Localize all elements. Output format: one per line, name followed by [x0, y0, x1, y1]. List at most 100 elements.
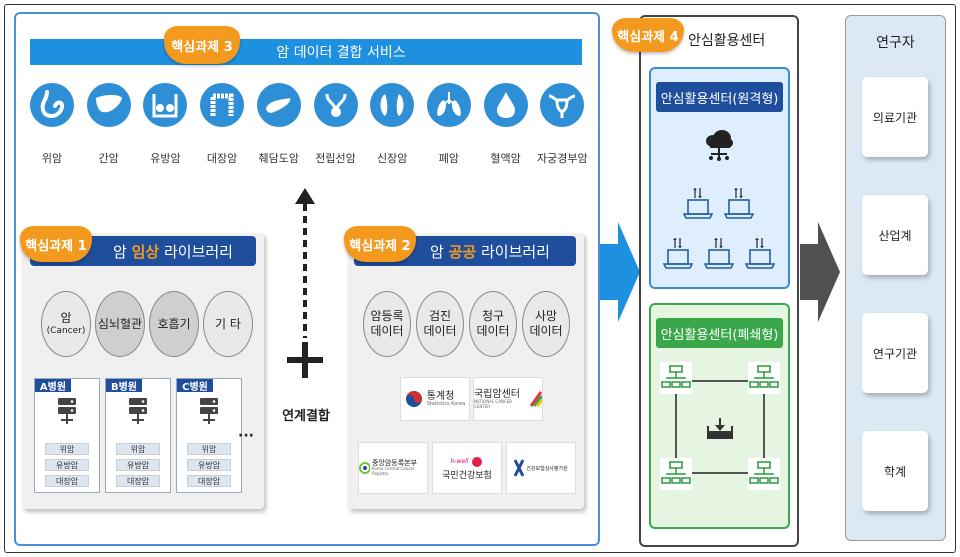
- task1-title-highlight: 임상: [131, 242, 160, 261]
- category-line1: 심뇌혈관: [97, 316, 143, 331]
- organ-circle: [200, 83, 245, 127]
- statistics-sub: Statistics Korea: [426, 400, 466, 407]
- task1-title-post: 라이브러리: [159, 242, 233, 261]
- network-node-icon: [748, 362, 780, 394]
- more-ellipsis: ···: [238, 428, 254, 444]
- hospital-item: 유방암: [116, 459, 160, 471]
- category-line1: 암: [60, 310, 72, 325]
- laptop-icon: [683, 188, 713, 219]
- hospital-name: A병원: [35, 379, 71, 393]
- clinical-category: 암(Cancer): [41, 291, 91, 357]
- remote-center-title-bar: 안심활용센터(원격형): [656, 82, 783, 112]
- prostate-icon: [325, 93, 346, 117]
- server-icon: [200, 398, 218, 424]
- organ-circle: [483, 83, 528, 127]
- laptop-icon: [704, 238, 734, 269]
- hospital-item: 위암: [45, 443, 89, 455]
- closed-network-diagram: [656, 356, 784, 516]
- data-line1: 사망: [534, 309, 558, 323]
- organ-label: 췌담도암: [258, 152, 300, 165]
- clinical-category: 기 타: [203, 291, 253, 357]
- server-icon: [58, 398, 76, 424]
- organ-circle: [256, 83, 301, 127]
- closed-center-title-bar: 안심활용센터(폐쇄형): [656, 318, 783, 348]
- task2-title-highlight: 공공: [448, 242, 477, 261]
- organ-label: 자궁경부암: [536, 152, 588, 165]
- researcher-title: 연구자: [876, 35, 915, 51]
- organ-label: 전립선암: [315, 152, 356, 165]
- researcher-card: 연구기관: [862, 313, 928, 393]
- hospital-item: 위암: [116, 443, 160, 455]
- category-line2: (Cancer): [46, 325, 86, 336]
- network-node-icon: [748, 458, 780, 490]
- organ-circle: [143, 83, 188, 127]
- organ-label: 위암: [41, 152, 63, 165]
- organ-label: 혈액암: [490, 152, 521, 165]
- laptop-icon: [745, 238, 775, 269]
- breast-icon: [152, 94, 178, 118]
- kccr-sub: Korea Central Cancer Registry: [371, 466, 415, 476]
- researcher-card: 학계: [862, 431, 928, 511]
- upward-arrow: [292, 188, 318, 338]
- plus-icon: [287, 342, 323, 378]
- task3-badge: 핵심과제 3: [164, 26, 240, 64]
- nhis-name: 국민건강보험: [442, 470, 492, 481]
- organ-circle: [370, 83, 415, 127]
- hira-mark-icon: [514, 459, 525, 477]
- organ-circle: [313, 83, 358, 127]
- organ-circle: [86, 83, 131, 127]
- ncc-mark-icon: [529, 391, 542, 407]
- hospital-item: 유방암: [187, 459, 231, 471]
- task1-title-pre: 암: [113, 242, 132, 261]
- hospital-name: C병원: [177, 379, 213, 393]
- organ-circle: [426, 83, 471, 127]
- closed-center-title: 안심활용센터(폐쇄형): [660, 327, 779, 343]
- cloud-network-icon: [702, 128, 736, 162]
- task2-badge: 핵심과제 2: [344, 226, 416, 262]
- task4-title: 안심활용센터: [688, 33, 766, 49]
- data-line1: 암등록: [370, 309, 404, 323]
- category-line1: 호흡기: [157, 316, 191, 331]
- data-line1: 청구: [481, 309, 505, 323]
- kccr-name: 중앙암등록본부: [371, 458, 418, 467]
- hospital-item: 대장암: [187, 475, 231, 487]
- organ-label: 대장암: [206, 152, 238, 165]
- organ-label: 간암: [98, 152, 119, 165]
- data-line2: 데이터: [529, 324, 563, 338]
- gray-flow-arrow: [800, 222, 840, 322]
- task3-title-bar: 암 데이터 결합 서비스: [30, 39, 582, 65]
- hospital-item: 위암: [187, 443, 231, 455]
- heart-icon: [472, 456, 483, 467]
- nhis-logo: h-well 국민건강보험: [432, 442, 502, 494]
- server-icon: [129, 398, 147, 424]
- organ-circle: [30, 83, 74, 127]
- clinical-category: 호흡기: [149, 291, 199, 357]
- outer-frame: [4, 4, 956, 553]
- organ-label: 유방암: [150, 152, 181, 165]
- network-node-icon: [660, 458, 692, 490]
- task2-title-post: 라이브러리: [476, 242, 550, 261]
- ncc-name: 국립암센터: [474, 389, 520, 401]
- hira-name: 건강보험심사평가원: [526, 465, 568, 472]
- task2-title-pre: 암: [430, 242, 449, 261]
- hospital-item: 대장암: [116, 475, 160, 487]
- researcher-card: 의료기관: [862, 77, 928, 157]
- stomach-icon: [40, 90, 65, 118]
- data-line2: 데이터: [370, 324, 404, 338]
- data-line1: 검진: [428, 309, 452, 323]
- statistics-name: 통계청: [426, 390, 455, 402]
- liver-icon: [95, 95, 122, 113]
- taeguk-icon: [405, 391, 422, 407]
- kidney-icon: [380, 94, 404, 116]
- organ-label: 신장암: [377, 152, 408, 165]
- task3-title: 암 데이터 결합 서비스: [276, 45, 406, 61]
- researcher-card: 산업계: [862, 195, 928, 275]
- laptop-icon: [724, 188, 754, 219]
